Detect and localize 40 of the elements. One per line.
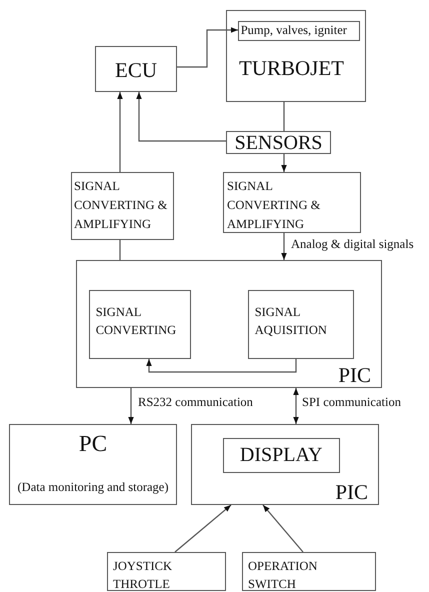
microcontroller-box (191, 424, 379, 505)
display-box (222, 438, 340, 473)
box-label: SIGNAL CONVERTING & AMPLIFYING (74, 178, 168, 232)
converter-box (223, 172, 361, 233)
arrow (281, 154, 287, 172)
arrow (262, 504, 304, 552)
arrow (174, 504, 232, 552)
microcontroller-box (76, 260, 382, 388)
switch-box (242, 552, 376, 591)
box-label: PIC (335, 480, 368, 504)
box-label: PIC (338, 362, 371, 387)
arrow (136, 92, 226, 142)
arrow (128, 388, 134, 424)
controller-box (95, 46, 177, 92)
box-label: PC (78, 431, 108, 458)
arrow (117, 92, 123, 172)
box-label: DISPLAY (238, 444, 324, 467)
arrow (146, 359, 297, 373)
edge-label: Analog & digital signals (291, 238, 414, 252)
arrow (177, 27, 238, 68)
box-label: SIGNAL AQUISITION (254, 304, 328, 340)
acquisition-box (248, 290, 354, 359)
actuator-box (238, 20, 360, 41)
box-label: OPERATION SWITCH (248, 558, 318, 592)
box-label: ECU (114, 58, 158, 82)
converter-box (88, 290, 191, 359)
box-label: SIGNAL CONVERTING (96, 304, 178, 340)
box-label: JOYSTICK THROTLE (113, 558, 174, 592)
sensor-box (226, 131, 331, 154)
box-label: TURBOJET (239, 56, 344, 80)
box-label: Pump, valves, igniter (240, 22, 347, 38)
engine-box (226, 10, 366, 102)
converter-box (71, 172, 174, 240)
joystick-box (107, 552, 226, 591)
arrow (293, 388, 299, 424)
arrow (281, 233, 287, 260)
computer-box (9, 424, 177, 505)
box-label: SENSORS (234, 132, 324, 155)
box-caption: (Data monitoring and storage) (16, 480, 170, 494)
box-label: SIGNAL CONVERTING & AMPLIFYING (227, 178, 322, 232)
